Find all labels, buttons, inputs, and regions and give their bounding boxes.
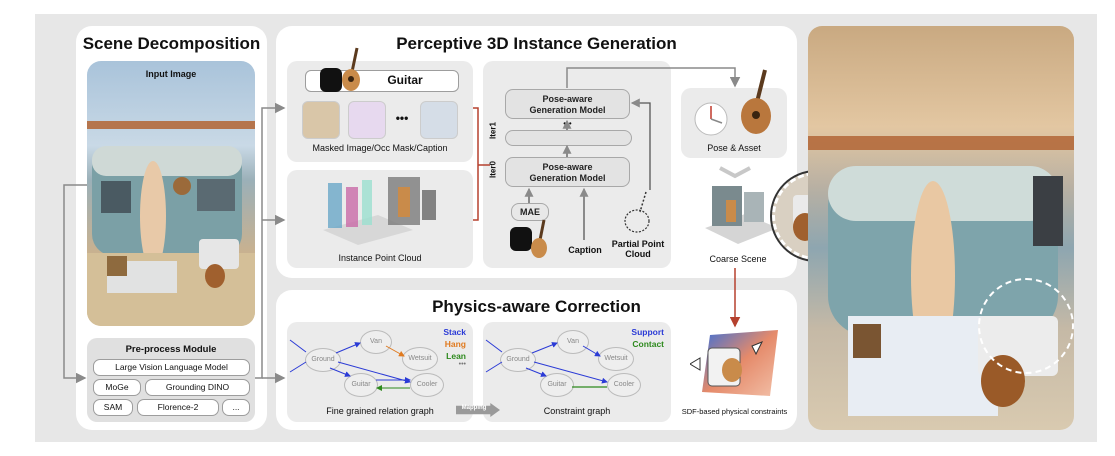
fine-edge-ground-guitar bbox=[329, 367, 351, 377]
partial-point-cloud-text: Partial Point Cloud bbox=[611, 239, 665, 259]
partial-point-cloud-visual bbox=[620, 190, 656, 234]
generation-model-iter0: Pose-aware Generation Model bbox=[505, 157, 630, 187]
fine-node-wetsuit-label: Wetsuit bbox=[408, 355, 432, 362]
feedback-line bbox=[566, 67, 741, 88]
partial-point-cloud-label: Partial Point Cloud bbox=[610, 239, 666, 259]
preprocess-moge: MoGe bbox=[93, 379, 141, 396]
con-node-van-label: Van bbox=[567, 338, 579, 345]
fine-node-ground-label: Ground bbox=[311, 356, 335, 363]
masked-ellipsis: ••• bbox=[395, 111, 409, 125]
input-image-label: Input Image bbox=[145, 69, 197, 79]
pose-to-scene-chevron bbox=[719, 166, 751, 179]
scene-decomposition-title: Scene Decomposition bbox=[82, 34, 261, 53]
fine-edge-ground-cooler bbox=[337, 361, 411, 384]
con-node-cooler-label: Cooler bbox=[613, 381, 635, 388]
con-node-ground: Ground bbox=[500, 348, 536, 372]
constraint-graph-label: Constraint graph bbox=[543, 406, 611, 416]
coarse-scene-label: Coarse Scene bbox=[709, 254, 767, 264]
output-scene-drawing bbox=[808, 136, 1074, 416]
guitar-thumb-icon bbox=[340, 46, 366, 94]
mae-box: MAE bbox=[511, 203, 549, 221]
masked-thumb-2 bbox=[348, 101, 386, 139]
legend-hang: Hang bbox=[444, 339, 466, 349]
con-edge-ground-guitar bbox=[525, 367, 547, 377]
legend-contact: Contact bbox=[632, 339, 664, 349]
generation-model-iter0-label: Pose-aware Generation Model bbox=[529, 162, 606, 183]
fine-node-guitar-label: Guitar bbox=[351, 381, 371, 388]
con-node-guitar-label: Guitar bbox=[547, 381, 567, 388]
perceptive-title: Perceptive 3D Instance Generation bbox=[396, 34, 677, 53]
preprocess-grounding-dino: Grounding DINO bbox=[145, 379, 250, 396]
fine-edge-in-1 bbox=[289, 339, 307, 353]
fine-edge-in-2 bbox=[289, 361, 307, 373]
point-cloud-label: Instance Point Cloud bbox=[338, 253, 422, 263]
con-node-guitar: Guitar bbox=[540, 373, 574, 397]
fine-node-wetsuit: Wetsuit bbox=[402, 347, 438, 371]
legend-stack: Stack bbox=[443, 327, 466, 337]
guitar-caption: Guitar bbox=[387, 73, 423, 87]
generation-model-iter1: Pose-aware Generation Model bbox=[505, 89, 630, 119]
con-node-van: Van bbox=[557, 330, 589, 354]
mask-icon bbox=[320, 68, 342, 92]
con-node-cooler: Cooler bbox=[607, 373, 641, 397]
modules-bracket bbox=[473, 107, 490, 221]
con-edge-in-2 bbox=[485, 361, 503, 373]
con-edge-van-wetsuit bbox=[582, 345, 601, 357]
input-image-drawing bbox=[87, 121, 255, 326]
mae-guitar-icon bbox=[528, 218, 552, 260]
output-highlight-circle bbox=[978, 278, 1074, 374]
con-edge-in-1 bbox=[485, 339, 503, 353]
con-node-wetsuit: Wetsuit bbox=[598, 347, 634, 371]
con-node-ground-label: Ground bbox=[506, 356, 530, 363]
fine-graph-label: Fine grained relation graph bbox=[326, 406, 434, 416]
pose-asset-label: Pose & Asset bbox=[707, 143, 761, 153]
preprocess-to-modules-line bbox=[255, 102, 286, 379]
sdf-label: SDF-based physical constraints bbox=[681, 407, 788, 416]
con-edge-ground-cooler bbox=[533, 361, 608, 384]
masked-thumb-3 bbox=[420, 101, 458, 139]
con-edge-ground-van bbox=[531, 342, 558, 354]
fine-edge-van-wetsuit bbox=[385, 345, 405, 357]
input-image bbox=[87, 61, 255, 326]
sdf-visual bbox=[690, 330, 782, 400]
mae-label: MAE bbox=[520, 207, 540, 217]
preprocess-title: Pre-process Module bbox=[125, 344, 217, 355]
fine-node-cooler-label: Cooler bbox=[416, 381, 438, 388]
fine-node-van: Van bbox=[360, 330, 392, 354]
mapping-label: Mapping bbox=[461, 405, 487, 411]
legend-more: ••• bbox=[458, 361, 466, 368]
preprocess-florence: Florence-2 bbox=[137, 399, 219, 416]
legend-support: Support bbox=[631, 327, 664, 337]
preprocess-more: ... bbox=[222, 399, 250, 416]
input-to-preprocess-line bbox=[63, 184, 87, 384]
asset-guitar-icon bbox=[737, 66, 777, 138]
coarse-scene-visual bbox=[700, 178, 780, 248]
preprocess-sam: SAM bbox=[93, 399, 133, 416]
preprocess-lvlm: Large Vision Language Model bbox=[93, 359, 250, 376]
mapping-arrow bbox=[456, 403, 500, 417]
fine-node-cooler: Cooler bbox=[410, 373, 444, 397]
masked-thumb-1 bbox=[302, 101, 340, 139]
fine-edge-ground-van bbox=[335, 342, 361, 354]
generation-model-iter1-label: Pose-aware Generation Model bbox=[529, 94, 606, 115]
pose-dial-icon bbox=[693, 101, 729, 137]
pointcloud-up-arrow bbox=[630, 98, 651, 190]
con-node-wetsuit-label: Wetsuit bbox=[604, 355, 628, 362]
legend-lean: Lean bbox=[446, 351, 466, 361]
physics-title: Physics-aware Correction bbox=[432, 297, 641, 316]
fine-node-van-label: Van bbox=[370, 338, 382, 345]
mae-input-icon bbox=[510, 227, 532, 251]
masked-image-label: Masked Image/Occ Mask/Caption bbox=[312, 143, 448, 153]
point-cloud-visual bbox=[318, 175, 448, 245]
caption-label: Caption bbox=[568, 245, 602, 255]
fine-node-ground: Ground bbox=[305, 348, 341, 372]
